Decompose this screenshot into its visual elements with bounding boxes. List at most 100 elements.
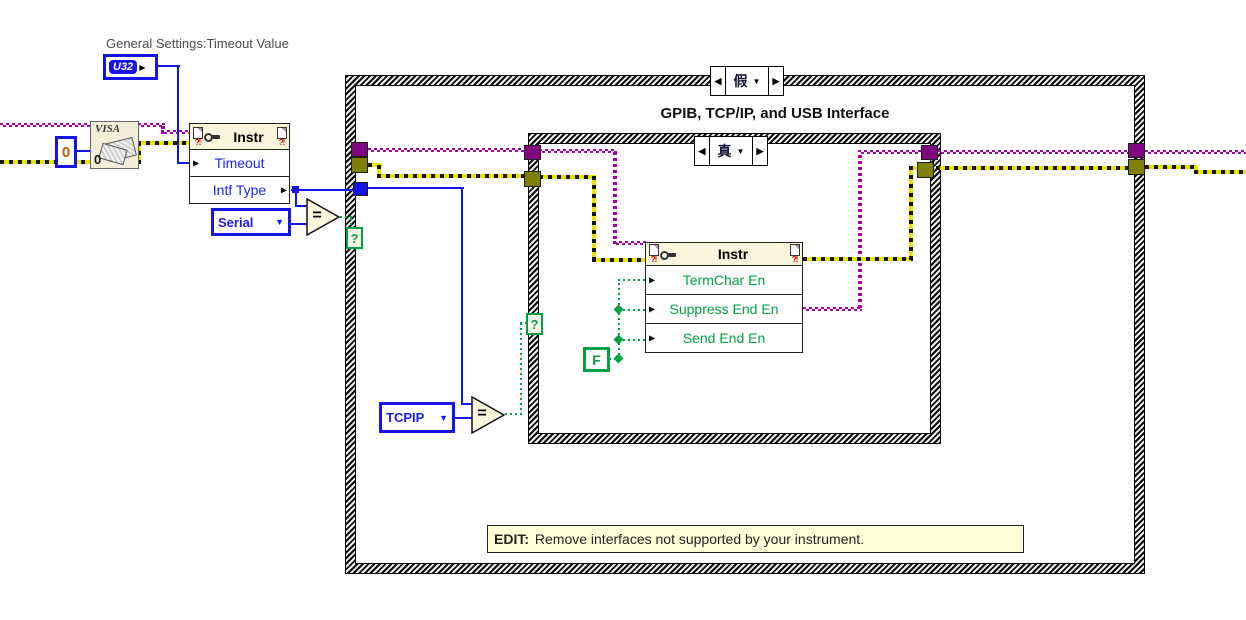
- tunnel-error-out[interactable]: [1128, 159, 1145, 175]
- visa-resource-wire[interactable]: [613, 149, 617, 244]
- reference-page-icon: [192, 126, 203, 139]
- property-row-intf-type[interactable]: Intf Type ▶: [189, 176, 290, 204]
- false-constant[interactable]: F: [583, 347, 610, 372]
- timeout-wire[interactable]: [177, 65, 179, 164]
- intf-type-wire[interactable]: [295, 190, 297, 207]
- intf-type-wire[interactable]: [295, 205, 309, 207]
- case-selector-label[interactable]: 真 ▼: [717, 143, 745, 159]
- visa-function-icon[interactable]: VISA 0: [90, 121, 139, 169]
- error-wire[interactable]: [592, 258, 646, 262]
- input-arrow-icon: ▶: [193, 158, 200, 168]
- error-wire[interactable]: [137, 141, 191, 145]
- free-label: General Settings:Timeout Value: [106, 36, 289, 51]
- boolean-wire[interactable]: [520, 323, 522, 415]
- error-wire[interactable]: [592, 175, 596, 261]
- visa-resource-wire[interactable]: [539, 149, 617, 153]
- output-arrow-icon: ▶: [139, 62, 146, 72]
- ref-badge: ?!: [791, 255, 798, 264]
- boolean-wire[interactable]: [618, 280, 620, 360]
- visa-resource-wire[interactable]: [161, 123, 165, 134]
- visa-resource-wire[interactable]: [0, 123, 165, 127]
- equal-function[interactable]: =: [471, 395, 506, 435]
- property-row-send-end-en[interactable]: ▶ Send End En: [645, 323, 803, 353]
- timeout-wire[interactable]: [158, 65, 180, 67]
- case-selector-terminal-inner[interactable]: ?: [526, 313, 543, 335]
- boolean-wire[interactable]: [618, 309, 646, 311]
- property-node-header[interactable]: ?! Instr ?!: [645, 242, 803, 266]
- case-prev-arrow[interactable]: ◀: [711, 67, 726, 95]
- property-node-class: Instr: [717, 246, 749, 262]
- intf-type-wire[interactable]: [368, 187, 464, 189]
- visa-resource-wire[interactable]: [858, 150, 926, 154]
- reference-page-icon: [789, 244, 800, 256]
- tunnel-error-out[interactable]: [917, 162, 934, 178]
- visa-resource-wire[interactable]: [613, 241, 646, 245]
- tunnel-visa-out[interactable]: [1128, 143, 1145, 158]
- tunnel-visa-in[interactable]: [351, 142, 368, 157]
- error-wire[interactable]: [539, 175, 596, 179]
- visa-resource-wire[interactable]: [368, 148, 528, 152]
- equal-triangle: [471, 395, 506, 435]
- boolean-wire[interactable]: [505, 413, 522, 415]
- intf-type-wire[interactable]: [291, 189, 355, 191]
- tunnel-error-in[interactable]: [351, 157, 368, 173]
- visa-resource-wire[interactable]: [803, 307, 862, 311]
- tunnel-error-in[interactable]: [524, 171, 541, 187]
- error-wire[interactable]: [909, 168, 913, 260]
- error-wire[interactable]: [137, 142, 141, 164]
- error-wire[interactable]: [377, 163, 381, 178]
- property-row-termchar-en[interactable]: ▶ TermChar En: [645, 265, 803, 295]
- property-row-timeout[interactable]: ▶ Timeout: [189, 149, 290, 177]
- case-selector-inner[interactable]: ◀ 真 ▼ ▶: [694, 136, 768, 166]
- wrench-icon: [204, 131, 220, 142]
- numeric-wire[interactable]: [77, 150, 91, 152]
- tunnel-visa-out[interactable]: [921, 145, 938, 160]
- property-node-visa-outer[interactable]: ?! Instr ?! ▶ Timeout Intf Type ▶: [189, 123, 290, 204]
- error-wire[interactable]: [936, 166, 1130, 170]
- timeout-wire[interactable]: [177, 162, 191, 164]
- property-node-visa-inner[interactable]: ?! Instr ?! ▶ TermChar En ▶ Suppress End…: [645, 242, 803, 353]
- output-arrow-icon: ▶: [280, 185, 287, 195]
- property-node-header[interactable]: ?! Instr ?!: [189, 123, 290, 150]
- error-wire[interactable]: [1194, 165, 1198, 174]
- zero-constant[interactable]: 0: [55, 136, 77, 168]
- case-next-arrow[interactable]: ▶: [752, 137, 767, 165]
- visa-resource-wire[interactable]: [161, 130, 191, 134]
- error-wire[interactable]: [377, 174, 528, 178]
- intf-type-wire[interactable]: [461, 403, 473, 405]
- input-arrow-icon: ▶: [649, 333, 656, 343]
- tunnel-intf-type-in[interactable]: [353, 182, 368, 196]
- dropdown-arrow-icon: ▼: [439, 412, 448, 423]
- case-next-arrow[interactable]: ▶: [768, 67, 783, 95]
- boolean-wire[interactable]: [618, 339, 646, 341]
- boolean-wire[interactable]: [520, 322, 528, 324]
- tcpip-wire[interactable]: [455, 417, 473, 419]
- boolean-wire[interactable]: [340, 216, 352, 218]
- error-wire[interactable]: [1145, 165, 1198, 169]
- property-node-class: Instr: [233, 128, 264, 145]
- case-title: GPIB, TCP/IP, and USB Interface: [660, 105, 890, 122]
- visa-resource-wire[interactable]: [858, 152, 862, 310]
- serial-enum-constant[interactable]: Serial ▼: [211, 208, 291, 236]
- visa-icon-label: VISA: [95, 123, 121, 135]
- error-wire[interactable]: [1194, 170, 1246, 174]
- edit-note[interactable]: EDIT: Remove interfaces not supported by…: [487, 525, 1024, 553]
- boolean-wire[interactable]: [618, 279, 646, 281]
- equal-function[interactable]: =: [306, 197, 341, 237]
- case-selector-terminal-outer[interactable]: ?: [346, 227, 363, 249]
- tunnel-visa-in[interactable]: [524, 145, 541, 160]
- boolean-wire[interactable]: [350, 216, 352, 230]
- error-wire[interactable]: [803, 257, 913, 261]
- case-prev-arrow[interactable]: ◀: [695, 137, 710, 165]
- case-selector-outer[interactable]: ◀ 假 ▼ ▶: [710, 66, 784, 96]
- intf-type-wire[interactable]: [461, 187, 463, 405]
- visa-resource-wire[interactable]: [938, 150, 1130, 154]
- u32-terminal[interactable]: U32 ▶: [103, 54, 158, 80]
- case-selector-label[interactable]: 假 ▼: [733, 73, 761, 89]
- visa-resource-wire[interactable]: [1145, 150, 1246, 154]
- visa-icon-digit: 0: [94, 152, 102, 167]
- property-row-suppress-end-en[interactable]: ▶ Suppress End En: [645, 294, 803, 324]
- serial-wire[interactable]: [291, 223, 309, 225]
- tcpip-enum-constant[interactable]: TCPIP ▼: [379, 402, 455, 433]
- error-wire[interactable]: [368, 163, 382, 167]
